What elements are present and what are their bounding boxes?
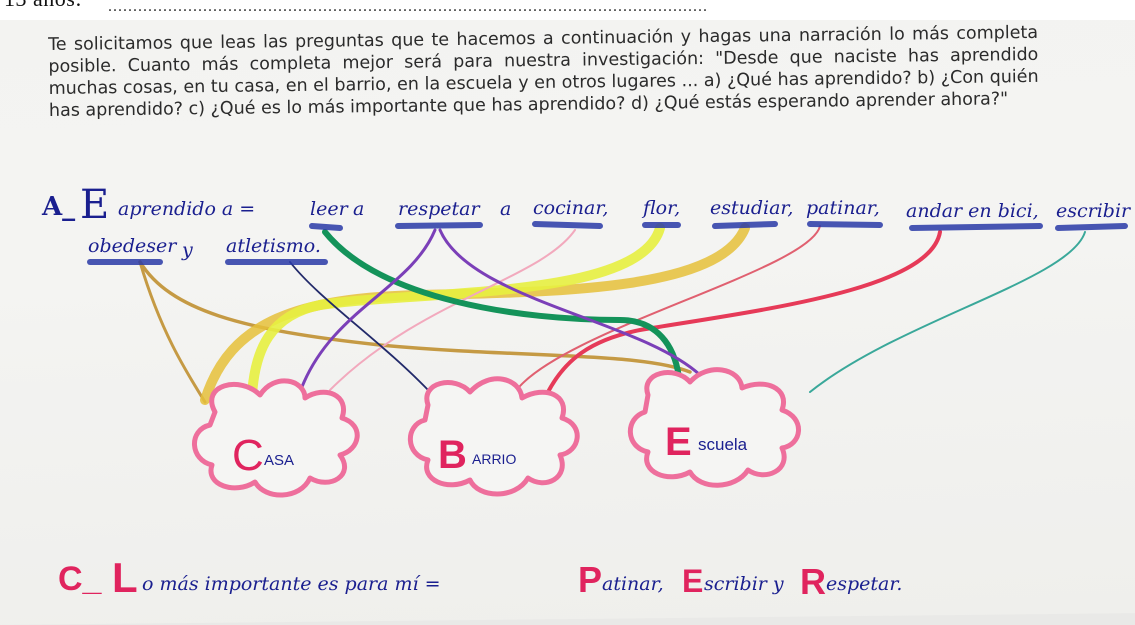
barrio-initial: B xyxy=(438,433,467,477)
red-line xyxy=(546,230,942,394)
answer-a-initial: E xyxy=(80,182,109,228)
patinar-initial: P xyxy=(578,559,602,600)
respetar-initial: R xyxy=(800,561,826,602)
barrio-rest: ARRIO xyxy=(472,451,516,467)
thin-red-line xyxy=(514,225,821,393)
escribir-rest: scribir y xyxy=(704,573,784,595)
patinar-rest: atinar, xyxy=(602,573,664,595)
answer-line-2: obedeser y atletismo. xyxy=(88,235,321,261)
word-estudiar: estudiar, xyxy=(710,197,793,219)
navy-line xyxy=(289,261,431,393)
purple-line-casa xyxy=(298,228,437,394)
word-obedeser: obedeser xyxy=(88,235,178,257)
brown-line-casa xyxy=(138,260,207,404)
light-pink-line xyxy=(329,229,576,391)
escuela-rest: scuela xyxy=(698,435,748,454)
answer-c-initial: L xyxy=(112,554,138,601)
word-andar-en-bici: andar en bici, xyxy=(906,200,1039,222)
word-y: y xyxy=(181,239,193,261)
age-label: 13 años: xyxy=(4,0,82,12)
word-flor: flor, xyxy=(641,197,680,219)
answer-c-marker: C_ xyxy=(58,560,103,598)
escribir-initial: E xyxy=(682,563,703,599)
word-patinar: patinar, xyxy=(806,197,880,219)
top-strip: 13 años: ...............................… xyxy=(0,0,1135,20)
answer-a-lead: aprendido a = xyxy=(118,198,255,220)
casa-initial: C xyxy=(232,431,264,480)
answer-c-text: o más importante es para mí = xyxy=(142,573,441,595)
word-atletismo: atletismo. xyxy=(226,235,321,257)
answer-c: C_ L o más importante es para mí = P ati… xyxy=(58,554,902,602)
word-cocinar: cocinar, xyxy=(533,197,608,219)
word-a: a xyxy=(353,198,364,220)
word-respetar: respetar xyxy=(398,198,481,220)
teal-line xyxy=(809,231,1086,393)
purple-line-escuela xyxy=(438,228,702,377)
cloud-barrio xyxy=(407,376,580,497)
answer-line-1: A_ E aprendido a = leer a respetar a coc… xyxy=(41,182,1132,228)
cloud-escuela xyxy=(627,367,801,488)
green-line xyxy=(322,229,683,398)
location-clouds xyxy=(192,367,801,498)
word-underlines xyxy=(87,221,1128,265)
dotted-line: ........................................… xyxy=(108,0,708,15)
connector-lines xyxy=(138,223,1086,405)
word-escribir: escribir xyxy=(1056,200,1132,222)
word-leer: leer xyxy=(310,198,350,220)
answer-a-marker: A_ xyxy=(41,192,75,222)
word-a-2: a xyxy=(500,198,511,220)
respetar-rest: espetar. xyxy=(826,573,902,595)
casa-rest: ASA xyxy=(264,452,294,469)
escuela-initial: E xyxy=(665,420,692,464)
cloud-casa xyxy=(192,378,360,498)
cloud-labels: C ASA B ARRIO E scuela xyxy=(232,420,748,480)
